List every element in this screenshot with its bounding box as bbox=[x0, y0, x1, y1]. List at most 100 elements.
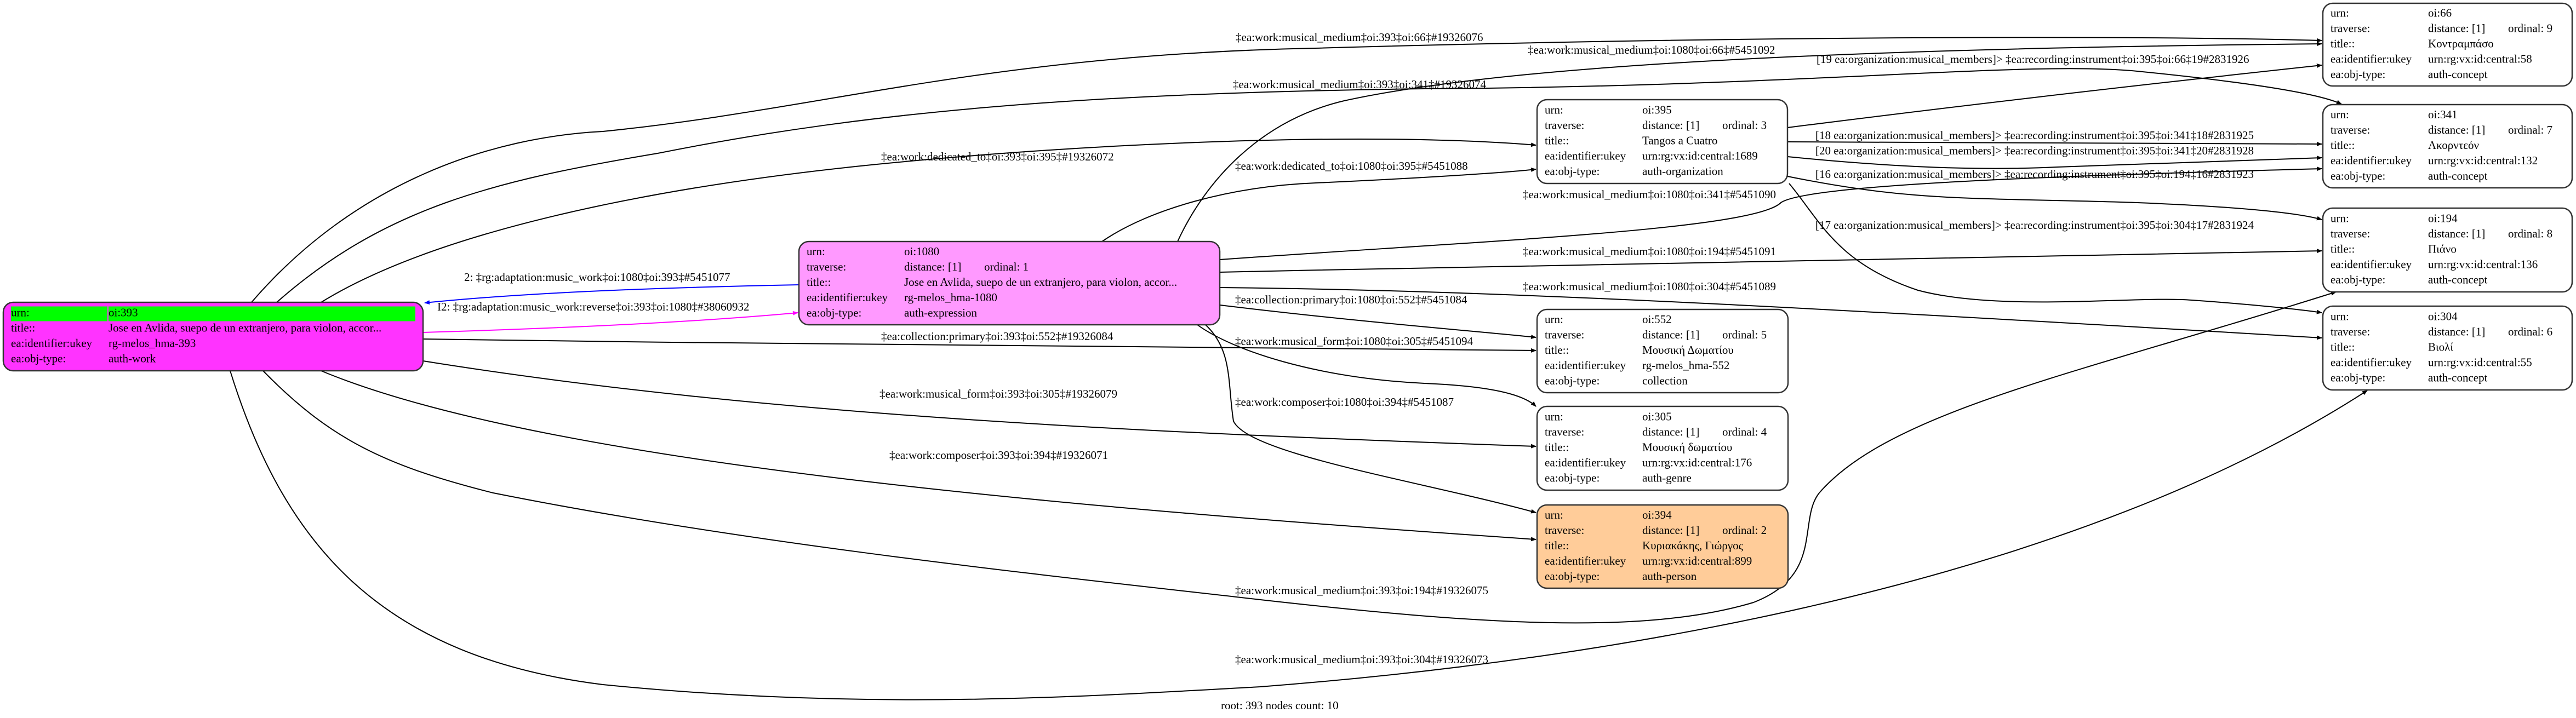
edge-label: ‡ea:work:composer‡oi:393‡oi:394‡#1932607… bbox=[889, 449, 1108, 462]
row-label-title: title:: bbox=[807, 275, 831, 289]
edge-label: [18 ea:organization:musical_members]> ‡e… bbox=[1815, 129, 2254, 142]
edge-line[interactable] bbox=[321, 370, 1537, 542]
edge-395-to-341[interactable]: [18 ea:organization:musical_members]> ‡e… bbox=[1787, 129, 2322, 146]
row-value-obj_type: auth-genre bbox=[1642, 471, 1692, 484]
edge-line[interactable] bbox=[1789, 183, 2322, 314]
edge-line[interactable] bbox=[1177, 42, 2322, 242]
row-label-ukey: ea:identifier:ukey bbox=[1545, 456, 1626, 469]
edge-1080-to-304[interactable]: ‡ea:work:musical_medium‡oi:1080‡oi:304‡#… bbox=[1219, 280, 2322, 340]
row-label-ukey: ea:identifier:ukey bbox=[807, 291, 888, 304]
edge-1080-to-341[interactable]: ‡ea:work:musical_medium‡oi:1080‡oi:341‡#… bbox=[1219, 166, 2322, 260]
edge-393-to-552[interactable]: ‡ea:collection:primary‡oi:393‡oi:552‡#19… bbox=[422, 330, 1537, 353]
node-box[interactable] bbox=[1536, 405, 1789, 491]
row-label-title: title:: bbox=[1545, 134, 1569, 147]
row-label-urn: urn: bbox=[1545, 313, 1563, 326]
edge-393-to-66[interactable]: ‡ea:work:musical_medium‡oi:393‡oi:66‡#19… bbox=[251, 31, 2322, 303]
node-box[interactable] bbox=[2322, 305, 2573, 391]
edge-1080-to-395[interactable]: ‡ea:work:dedicated_to‡oi:1080‡oi:395‡#54… bbox=[1101, 159, 1537, 242]
row-label-ukey: ea:identifier:ukey bbox=[1545, 359, 1626, 372]
edge-line[interactable] bbox=[424, 284, 799, 305]
node-box[interactable] bbox=[1536, 99, 1789, 185]
edge-395-to-194[interactable]: [16 ea:organization:musical_members]> ‡e… bbox=[1787, 168, 2322, 221]
row-label-traverse: traverse: bbox=[2331, 325, 2370, 338]
edge-line[interactable] bbox=[1219, 305, 1537, 340]
edge-1080-to-393[interactable]: 2: ‡rg:adaptation:music_work‡oi:1080‡oi:… bbox=[424, 271, 799, 305]
edge-395-to-341[interactable]: [20 ea:organization:musical_members]> ‡e… bbox=[1787, 144, 2322, 169]
edge-line[interactable] bbox=[1219, 166, 2322, 260]
edge-1080-to-394[interactable]: ‡ea:work:composer‡oi:1080‡oi:394‡#545108… bbox=[1205, 324, 1537, 514]
row-value-urn: oi:552 bbox=[1642, 313, 1672, 326]
row-value-urn: oi:194 bbox=[2428, 211, 2458, 225]
edge-393-to-394[interactable]: ‡ea:work:composer‡oi:393‡oi:394‡#1932607… bbox=[321, 370, 1537, 542]
edge-1080-to-66[interactable]: ‡ea:work:musical_medium‡oi:1080‡oi:66‡#5… bbox=[1177, 42, 2322, 242]
edge-393-to-194[interactable]: ‡ea:work:musical_medium‡oi:393‡oi:194‡#1… bbox=[262, 291, 2337, 624]
edge-1080-to-194[interactable]: ‡ea:work:musical_medium‡oi:1080‡oi:194‡#… bbox=[1219, 245, 2322, 273]
node-box[interactable] bbox=[2322, 207, 2573, 293]
edge-line[interactable] bbox=[1787, 141, 2322, 146]
edge-395-to-304[interactable]: [17 ea:organization:musical_members]> ‡e… bbox=[1789, 183, 2322, 314]
row-label-obj_type: ea:obj-type: bbox=[1545, 471, 1600, 484]
edge-393-to-304[interactable]: ‡ea:work:musical_medium‡oi:393‡oi:304‡#1… bbox=[230, 370, 2368, 700]
edge-395-to-66[interactable]: [19 ea:organization:musical_members]> ‡e… bbox=[1787, 53, 2322, 128]
edge-line[interactable] bbox=[422, 360, 1537, 449]
row-value-urn: oi:395 bbox=[1642, 103, 1672, 116]
row-label-obj_type: ea:obj-type: bbox=[1545, 570, 1600, 583]
row-label-ukey: ea:identifier:ukey bbox=[2331, 154, 2412, 167]
edge-1080-to-552[interactable]: ‡ea:collection:primary‡oi:1080‡oi:552‡#5… bbox=[1219, 293, 1537, 340]
row-label-title: title:: bbox=[2331, 139, 2355, 152]
traverse-ordinal: ordinal: 3 bbox=[1722, 118, 1767, 131]
graph-footer: root: 393 nodes count: 10 bbox=[1221, 699, 1339, 712]
edge-line[interactable] bbox=[230, 370, 2368, 700]
row-value-obj_type: auth-concept bbox=[2428, 273, 2488, 286]
node-box[interactable] bbox=[798, 240, 1221, 326]
edge-line[interactable] bbox=[1205, 324, 1537, 514]
row-value-urn: oi:305 bbox=[1642, 410, 1672, 423]
edge-line[interactable] bbox=[1101, 168, 1537, 242]
row-label-obj_type: ea:obj-type: bbox=[1545, 374, 1600, 387]
traverse-ordinal: ordinal: 5 bbox=[1722, 328, 1767, 341]
root-header-cell bbox=[108, 306, 415, 321]
edge-label: ‡ea:work:musical_medium‡oi:1080‡oi:66‡#5… bbox=[1528, 43, 1775, 56]
node-box[interactable] bbox=[2322, 104, 2573, 189]
edge-393-to-341[interactable]: ‡ea:work:musical_medium‡oi:393‡oi:341‡#1… bbox=[276, 68, 2342, 303]
edge-line[interactable] bbox=[1787, 156, 2322, 169]
row-label-obj_type: ea:obj-type: bbox=[1545, 164, 1600, 177]
edge-label: ‡ea:work:musical_medium‡oi:393‡oi:304‡#1… bbox=[1235, 653, 1488, 666]
row-value-title: Tangos a Cuatro bbox=[1642, 134, 1717, 147]
edge-line[interactable] bbox=[276, 68, 2342, 303]
traverse-distance: distance: [1] bbox=[1642, 118, 1699, 131]
edge-line[interactable] bbox=[1787, 63, 2322, 128]
node-box[interactable] bbox=[1536, 504, 1789, 589]
edge-line[interactable] bbox=[1787, 176, 2322, 221]
edge-line[interactable] bbox=[251, 37, 2322, 303]
row-label-traverse: traverse: bbox=[1545, 118, 1584, 131]
row-label-urn: urn: bbox=[2331, 6, 2349, 19]
edge-line[interactable] bbox=[321, 138, 1537, 303]
node-box[interactable] bbox=[2322, 2, 2573, 87]
edge-line[interactable] bbox=[1219, 287, 2322, 340]
row-value-title: Κοντραμπάσο bbox=[2428, 37, 2494, 50]
row-label-traverse: traverse: bbox=[2331, 227, 2370, 240]
edge-393-to-395[interactable]: ‡ea:work:dedicated_to‡oi:393‡oi:395‡#193… bbox=[321, 138, 1537, 303]
edge-393-to-1080[interactable]: I2: ‡rg:adaptation:music_work:reverse‡oi… bbox=[422, 300, 798, 333]
edge-line[interactable] bbox=[422, 311, 798, 333]
edge-393-to-305[interactable]: ‡ea:work:musical_form‡oi:393‡oi:305‡#193… bbox=[422, 360, 1537, 449]
edge-1080-to-305[interactable]: ‡ea:work:musical_form‡oi:1080‡oi:305‡#54… bbox=[1197, 324, 1537, 407]
edge-line[interactable] bbox=[1197, 324, 1537, 407]
node-box[interactable] bbox=[1536, 308, 1789, 394]
edge-line[interactable] bbox=[262, 291, 2337, 624]
edge-line[interactable] bbox=[422, 338, 1537, 353]
root-header-cell bbox=[11, 306, 107, 321]
traverse-distance: distance: [1] bbox=[1642, 524, 1699, 537]
